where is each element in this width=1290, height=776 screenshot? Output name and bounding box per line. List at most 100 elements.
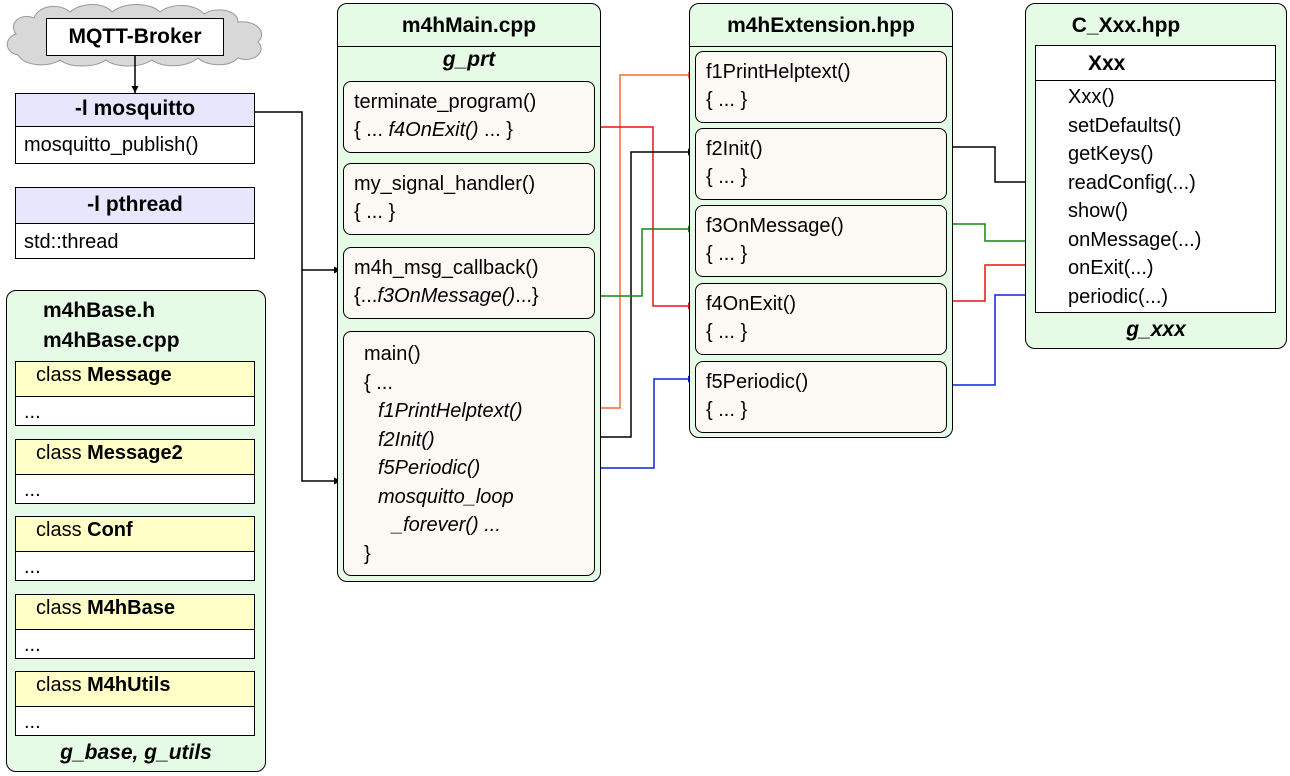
ext-f1-box: f1PrintHelptext() { ... } [695, 51, 947, 123]
xxx-class-name: Xxx [1036, 46, 1275, 81]
ext-f4-box: f4OnExit() { ... } [695, 283, 947, 355]
class-message-body: ... [15, 397, 255, 426]
ext-f1-name: f1PrintHelptext() [706, 61, 851, 83]
xxx-class-box: Xxx Xxx() setDefaults() getKeys() readCo… [1035, 45, 1276, 313]
cxxx-title: C_Xxx.hpp [1071, 14, 1181, 37]
main-fn-call-loop-2: _forever() ... [392, 514, 501, 536]
lib-pthread-title: -l pthread [87, 193, 183, 216]
terminate-program-box: terminate_program() { ... f4OnExit() ...… [343, 81, 595, 153]
class-body-text: ... [24, 401, 41, 423]
ext-f5-name: f5Periodic() [706, 371, 809, 393]
lib-pthread-head: -l pthread [15, 187, 255, 224]
class-message-head: class Message [15, 361, 255, 397]
class-name: Conf [87, 519, 133, 541]
class-prefix: class [36, 674, 82, 696]
msg-callback-body: {...f3OnMessage()...} [354, 282, 594, 310]
f1-connector [596, 71, 695, 409]
ext-f3-body: { ... } [706, 243, 748, 265]
class-body-text: ... [24, 556, 41, 578]
class-name: Message [87, 364, 172, 386]
f5-connector [596, 375, 695, 469]
class-m4hutils-head: class M4hUtils [15, 671, 255, 707]
class-conf-head: class Conf [15, 516, 255, 552]
class-message2-head: class Message2 [15, 439, 255, 475]
f3-connector [596, 225, 695, 297]
class-message2-body: ... [15, 475, 255, 504]
ext-f2-body: { ... } [706, 166, 748, 188]
ext-f3-name: f3OnMessage() [706, 215, 844, 237]
class-m4hbase-body: ... [15, 630, 255, 659]
base-title-1: m4hBase.h [43, 299, 156, 322]
member-onmessage: onMessage(...) [1068, 228, 1202, 251]
member-periodic: periodic(...) [1068, 285, 1169, 308]
f5-to-periodic [947, 291, 1035, 386]
ext-f4-name: f4OnExit() [706, 293, 797, 315]
ext-f1-body: { ... } [706, 89, 748, 111]
f4-connector [596, 126, 695, 310]
base-title-2: m4hBase.cpp [43, 329, 180, 352]
lib-mosquitto-title: -l mosquitto [74, 97, 196, 120]
cxxx-footer: g_xxx [1126, 318, 1186, 341]
main-fn-close: } [364, 542, 371, 565]
main-fn-name: main() [364, 343, 421, 365]
main-subtitle: g_prt [442, 48, 496, 71]
code-text: ...} [515, 285, 539, 307]
msg-callback-name: m4h_msg_callback() [354, 257, 539, 279]
main-fn-call-loop: mosquitto_loop [378, 485, 514, 508]
ext-f2-name: f2Init() [706, 138, 763, 160]
member-getkeys: getKeys() [1068, 143, 1154, 165]
signal-handler-box: my_signal_handler() { ... } [343, 163, 595, 235]
ext-f5-body: { ... } [706, 399, 748, 421]
lib-pthread-fn: std::thread [24, 231, 119, 253]
ext-f5-box: f5Periodic() { ... } [695, 361, 947, 433]
main-fn-call-f2: f2Init() [378, 428, 435, 451]
terminate-program-name: terminate_program() [354, 91, 537, 113]
code-text: { ... [354, 119, 389, 141]
main-title: m4hMain.cpp [401, 14, 537, 37]
class-prefix: class [36, 442, 82, 464]
signal-handler-name: my_signal_handler() [354, 173, 536, 195]
mqtt-broker-box: MQTT-Broker [46, 18, 224, 56]
class-name: M4hBase [87, 597, 175, 619]
member-show: show() [1068, 200, 1129, 222]
lib-mosquitto-fn: mosquitto_publish() [24, 134, 199, 156]
main-fn-call-f5: f5Periodic() [378, 457, 481, 479]
code-italic: f4OnExit() [388, 119, 479, 141]
main-fn-call-f1: f1PrintHelptext() [378, 400, 523, 422]
class-prefix: class [36, 519, 82, 541]
mosquitto-to-callback [255, 111, 341, 274]
code-text: ... } [478, 119, 513, 141]
ext-f4-body: { ... } [706, 321, 748, 343]
f2-to-readconfig [947, 146, 1035, 186]
lib-pthread-body: std::thread [15, 224, 255, 259]
f2-connector [596, 148, 695, 438]
code-italic: f3OnMessage() [377, 285, 516, 307]
class-m4hutils-body: ... [15, 707, 255, 736]
class-conf-body: ... [15, 552, 255, 581]
lib-mosquitto-head: -l mosquitto [15, 93, 255, 127]
f4-to-onexit [947, 261, 1035, 302]
main-fn-open: { ... [364, 371, 393, 394]
member-constructor: Xxx() [1068, 86, 1115, 108]
class-name: M4hUtils [87, 674, 171, 696]
class-body-text: ... [24, 479, 41, 501]
member-onexit: onExit(...) [1068, 257, 1154, 279]
member-setdefaults: setDefaults() [1068, 114, 1182, 137]
base-footer: g_base, g_utils [60, 741, 212, 764]
ext-f3-box: f3OnMessage() { ... } [695, 205, 947, 277]
class-body-text: ... [24, 634, 41, 656]
msg-callback-box: m4h_msg_callback() {...f3OnMessage()...} [343, 247, 595, 319]
code-text: {... [354, 285, 378, 307]
terminate-program-body: { ... f4OnExit() ... } [354, 116, 594, 144]
f3-to-onmessage [947, 223, 1035, 245]
mosquitto-to-main [301, 270, 341, 485]
ext-f2-box: f2Init() { ... } [695, 128, 947, 200]
class-prefix: class [36, 364, 82, 386]
mqtt-broker-label: MQTT-Broker [68, 25, 202, 48]
extension-title: m4hExtension.hpp [727, 14, 915, 37]
signal-handler-body: { ... } [354, 201, 396, 223]
main-function-box: main() { ... f1PrintHelptext() f2Init() … [343, 331, 595, 576]
class-m4hbase-head: class M4hBase [15, 594, 255, 630]
class-body-text: ... [24, 711, 41, 733]
